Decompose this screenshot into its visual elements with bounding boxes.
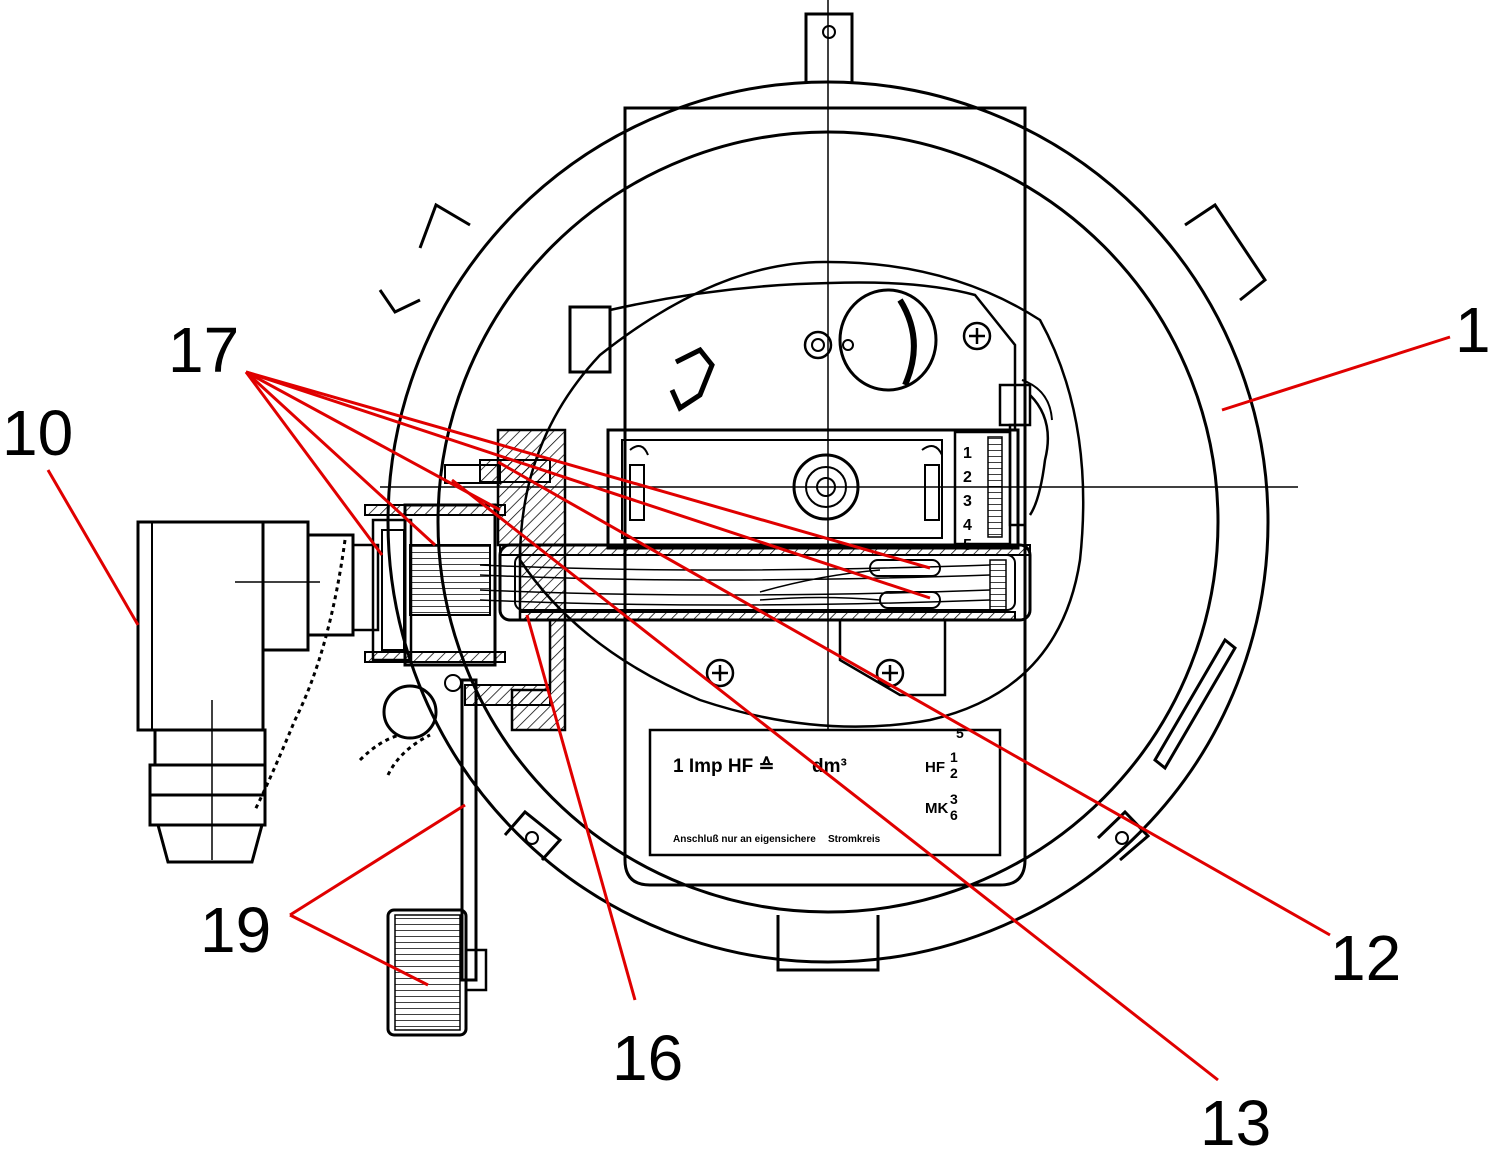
name-plate: 1 Imp HF ≙ dm³ HF 1 2 5 MK 3 6 Anschluß … bbox=[648, 725, 1002, 857]
leader-lines bbox=[46, 335, 1451, 1082]
plate-footer-left: Anschluß nur an eigensichere bbox=[673, 834, 816, 845]
plate-footer-right: Stromkreis bbox=[828, 834, 881, 845]
leader-19 bbox=[289, 913, 429, 987]
leader-19 bbox=[289, 803, 466, 917]
terminal-label: 6 bbox=[950, 807, 958, 823]
callout-1: 1 bbox=[1455, 294, 1491, 366]
terminal-number: 1 bbox=[963, 445, 972, 462]
counter-mechanism: 1 2 3 4 5 bbox=[568, 281, 1053, 554]
leader-17 bbox=[244, 370, 437, 547]
callout-10: 10 bbox=[2, 397, 73, 469]
leader-17 bbox=[245, 370, 501, 512]
leader-1 bbox=[1221, 335, 1451, 412]
callouts: 1 10 17 12 13 16 19 bbox=[2, 294, 1491, 1159]
leader-10 bbox=[46, 469, 140, 626]
callout-16: 16 bbox=[612, 1022, 683, 1094]
hf-label: HF bbox=[925, 759, 945, 776]
pulse-rating-text: 1 Imp HF ≙ bbox=[673, 756, 774, 777]
plug-connector bbox=[136, 503, 506, 864]
terminal-number: 4 bbox=[963, 517, 972, 534]
callout-12: 12 bbox=[1330, 922, 1401, 994]
terminal-label: 1 bbox=[950, 749, 958, 765]
leader-17 bbox=[244, 371, 384, 556]
leader-17 bbox=[245, 370, 931, 570]
terminal-number: 3 bbox=[963, 493, 972, 510]
callout-17: 17 bbox=[168, 314, 239, 386]
screw-icon bbox=[705, 658, 735, 688]
leader-17 bbox=[245, 370, 931, 600]
terminal-label: 2 bbox=[950, 765, 958, 781]
screw-icon bbox=[875, 658, 905, 688]
terminal-label: 3 bbox=[950, 791, 958, 807]
leader-13 bbox=[451, 478, 1219, 1082]
unit-text: dm³ bbox=[812, 756, 847, 777]
terminal-label: 5 bbox=[956, 725, 964, 741]
terminal-number: 2 bbox=[963, 469, 972, 486]
mk-label: MK bbox=[925, 800, 948, 817]
screw-icon bbox=[962, 321, 992, 351]
sensor-probe bbox=[444, 428, 1032, 732]
leader-12 bbox=[497, 460, 1331, 937]
callout-13: 13 bbox=[1200, 1087, 1271, 1159]
callout-19: 19 bbox=[200, 894, 271, 966]
leader-16 bbox=[525, 614, 637, 1001]
